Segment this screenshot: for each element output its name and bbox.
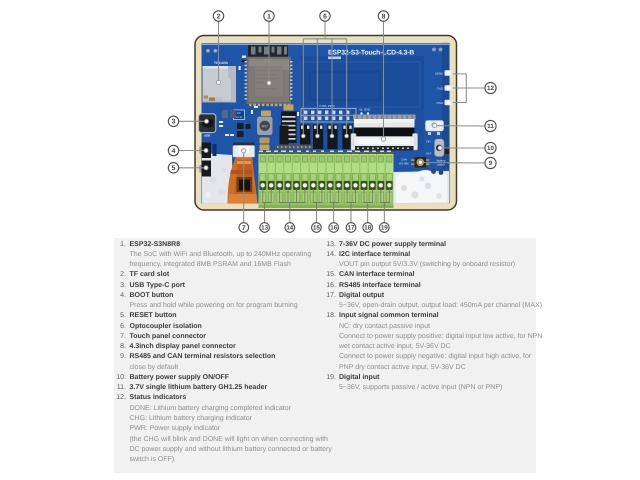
svg-text:ESP32-S3-Touch-LCD-4.3-B: ESP32-S3-Touch-LCD-4.3-B — [328, 49, 414, 56]
svg-text:ON: ON — [426, 140, 430, 144]
svg-text:Battery: Battery — [437, 159, 446, 163]
svg-text:CHG: CHG — [437, 87, 443, 91]
svg-text:CTRL PWR: CTRL PWR — [319, 104, 335, 108]
svg-text:14: 14 — [286, 225, 293, 232]
svg-text:12: 12 — [487, 85, 494, 92]
svg-text:13: 13 — [261, 225, 268, 232]
svg-text:16: 16 — [330, 225, 337, 232]
svg-text:18: 18 — [364, 225, 371, 232]
svg-text:switch: switch — [437, 163, 445, 167]
svg-text:4R7: 4R7 — [262, 124, 268, 128]
svg-text:5V IN: 5V IN — [236, 116, 243, 119]
svg-text:10: 10 — [487, 145, 494, 152]
svg-text:5: 5 — [172, 165, 176, 172]
svg-text:15: 15 — [313, 225, 320, 232]
svg-text:PWR: PWR — [436, 101, 443, 105]
svg-text:19: 19 — [381, 225, 388, 232]
svg-text:6: 6 — [323, 13, 327, 20]
svg-text:17: 17 — [348, 225, 355, 232]
svg-text:TF CARD: TF CARD — [214, 61, 229, 65]
svg-text:2: 2 — [217, 13, 221, 20]
svg-text:DC: DC — [237, 112, 241, 115]
svg-text:8: 8 — [382, 13, 386, 20]
svg-text:3: 3 — [172, 119, 176, 126]
svg-text:BL GND: BL GND — [359, 108, 371, 112]
svg-text:4: 4 — [172, 148, 176, 155]
svg-text:9: 9 — [489, 160, 493, 167]
svg-text:RS-485: RS-485 — [399, 162, 409, 166]
svg-text:OFF: OFF — [426, 152, 432, 156]
svg-text:11: 11 — [487, 123, 494, 130]
svg-text:7: 7 — [242, 225, 246, 232]
svg-text:1: 1 — [267, 13, 271, 20]
svg-text:USB: USB — [204, 134, 211, 138]
svg-text:DONE: DONE — [435, 72, 443, 76]
svg-text:CAN: CAN — [401, 158, 407, 162]
